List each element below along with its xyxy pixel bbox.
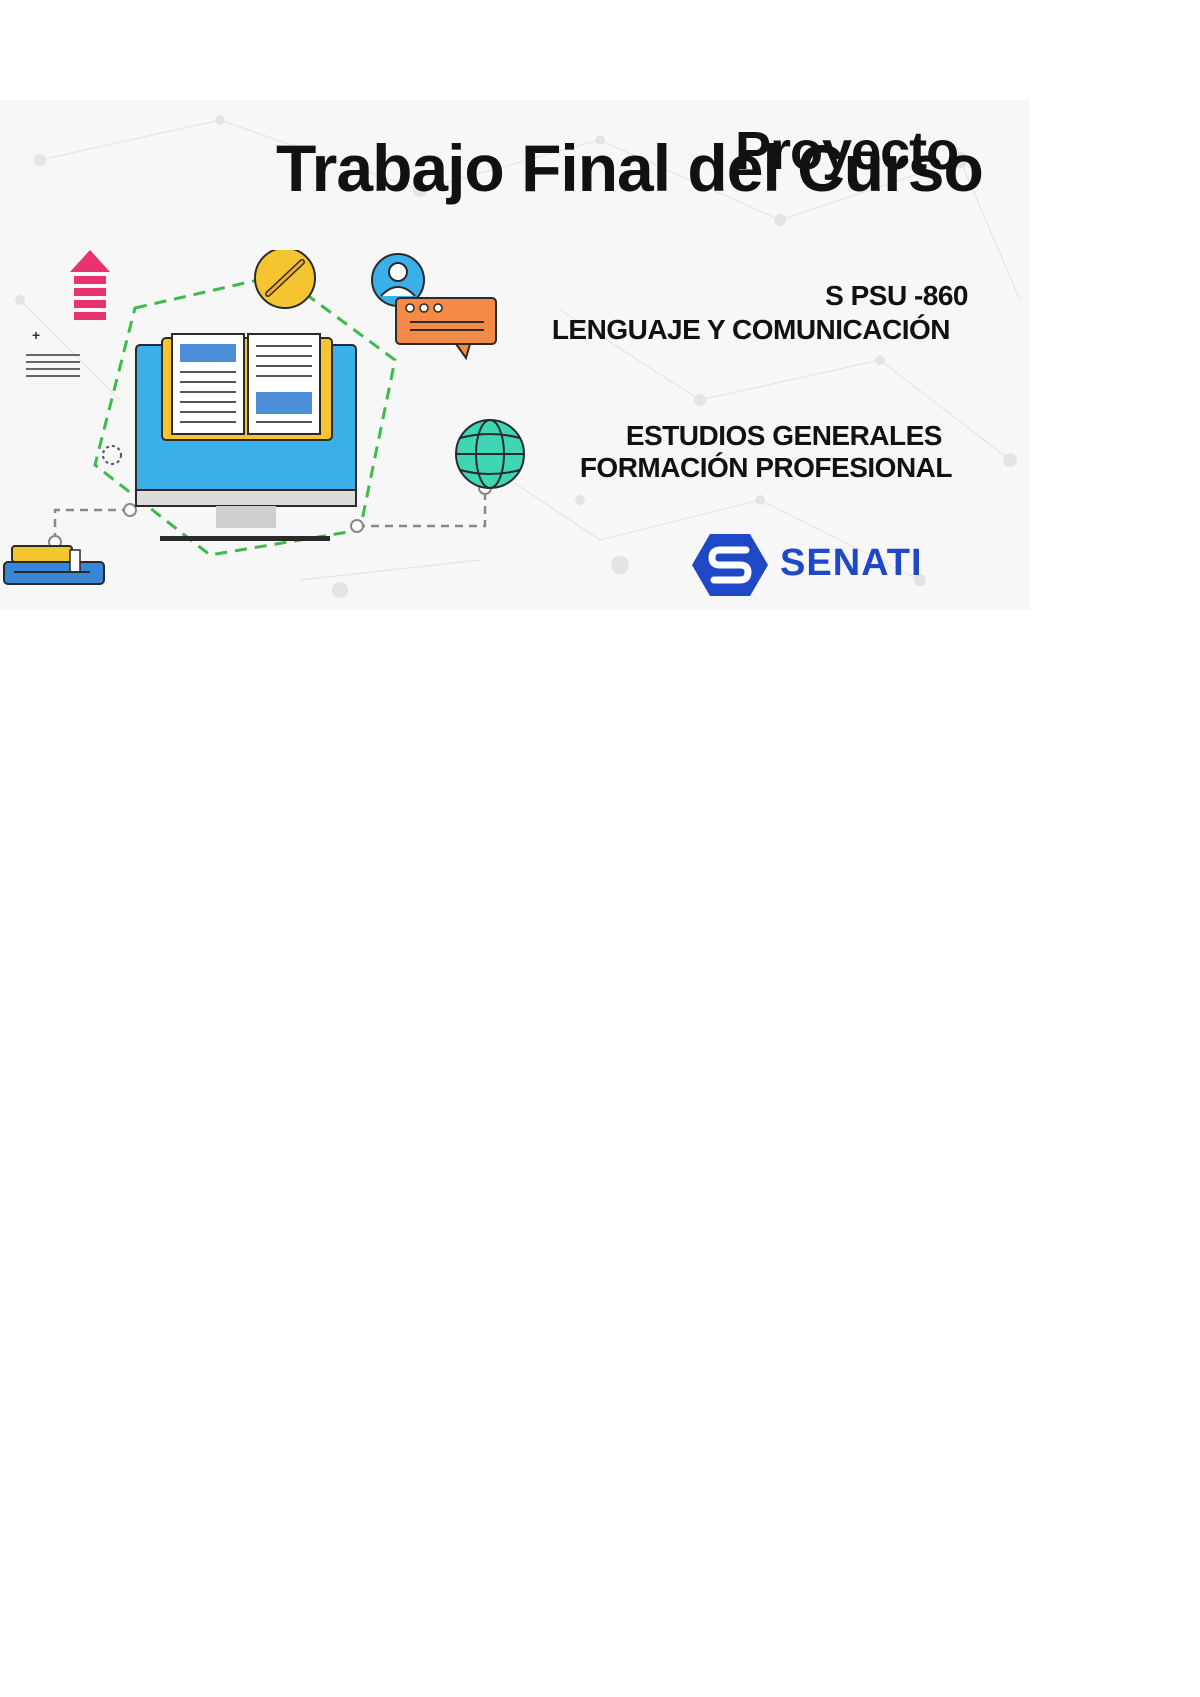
pencil-icon xyxy=(254,250,316,309)
document-title: Trabajo Final del Curso xyxy=(276,131,984,205)
title-overlay: Proyecto xyxy=(735,121,959,181)
user-icon xyxy=(371,253,425,307)
program-name: FORMACIÓN PROFESIONAL xyxy=(579,452,953,483)
course-code: S PSU -860 xyxy=(825,280,968,311)
svg-text:+: + xyxy=(32,327,40,343)
senati-logo: SENATI xyxy=(690,532,950,598)
globe-icon xyxy=(455,419,525,489)
arrow-up-icon xyxy=(70,250,110,320)
course-name: LENGUAJE Y COMUNICACIÓN xyxy=(551,314,951,345)
books-icon xyxy=(3,545,105,585)
senati-logo-icon xyxy=(692,534,768,596)
chat-icon xyxy=(395,297,497,361)
department-name: ESTUDIOS GENERALES xyxy=(625,420,943,451)
cover-banner: + xyxy=(0,100,1030,610)
monitor-book-icon xyxy=(135,333,357,541)
education-illustration: + xyxy=(3,250,525,585)
senati-logo-text: SENATI xyxy=(780,542,923,584)
